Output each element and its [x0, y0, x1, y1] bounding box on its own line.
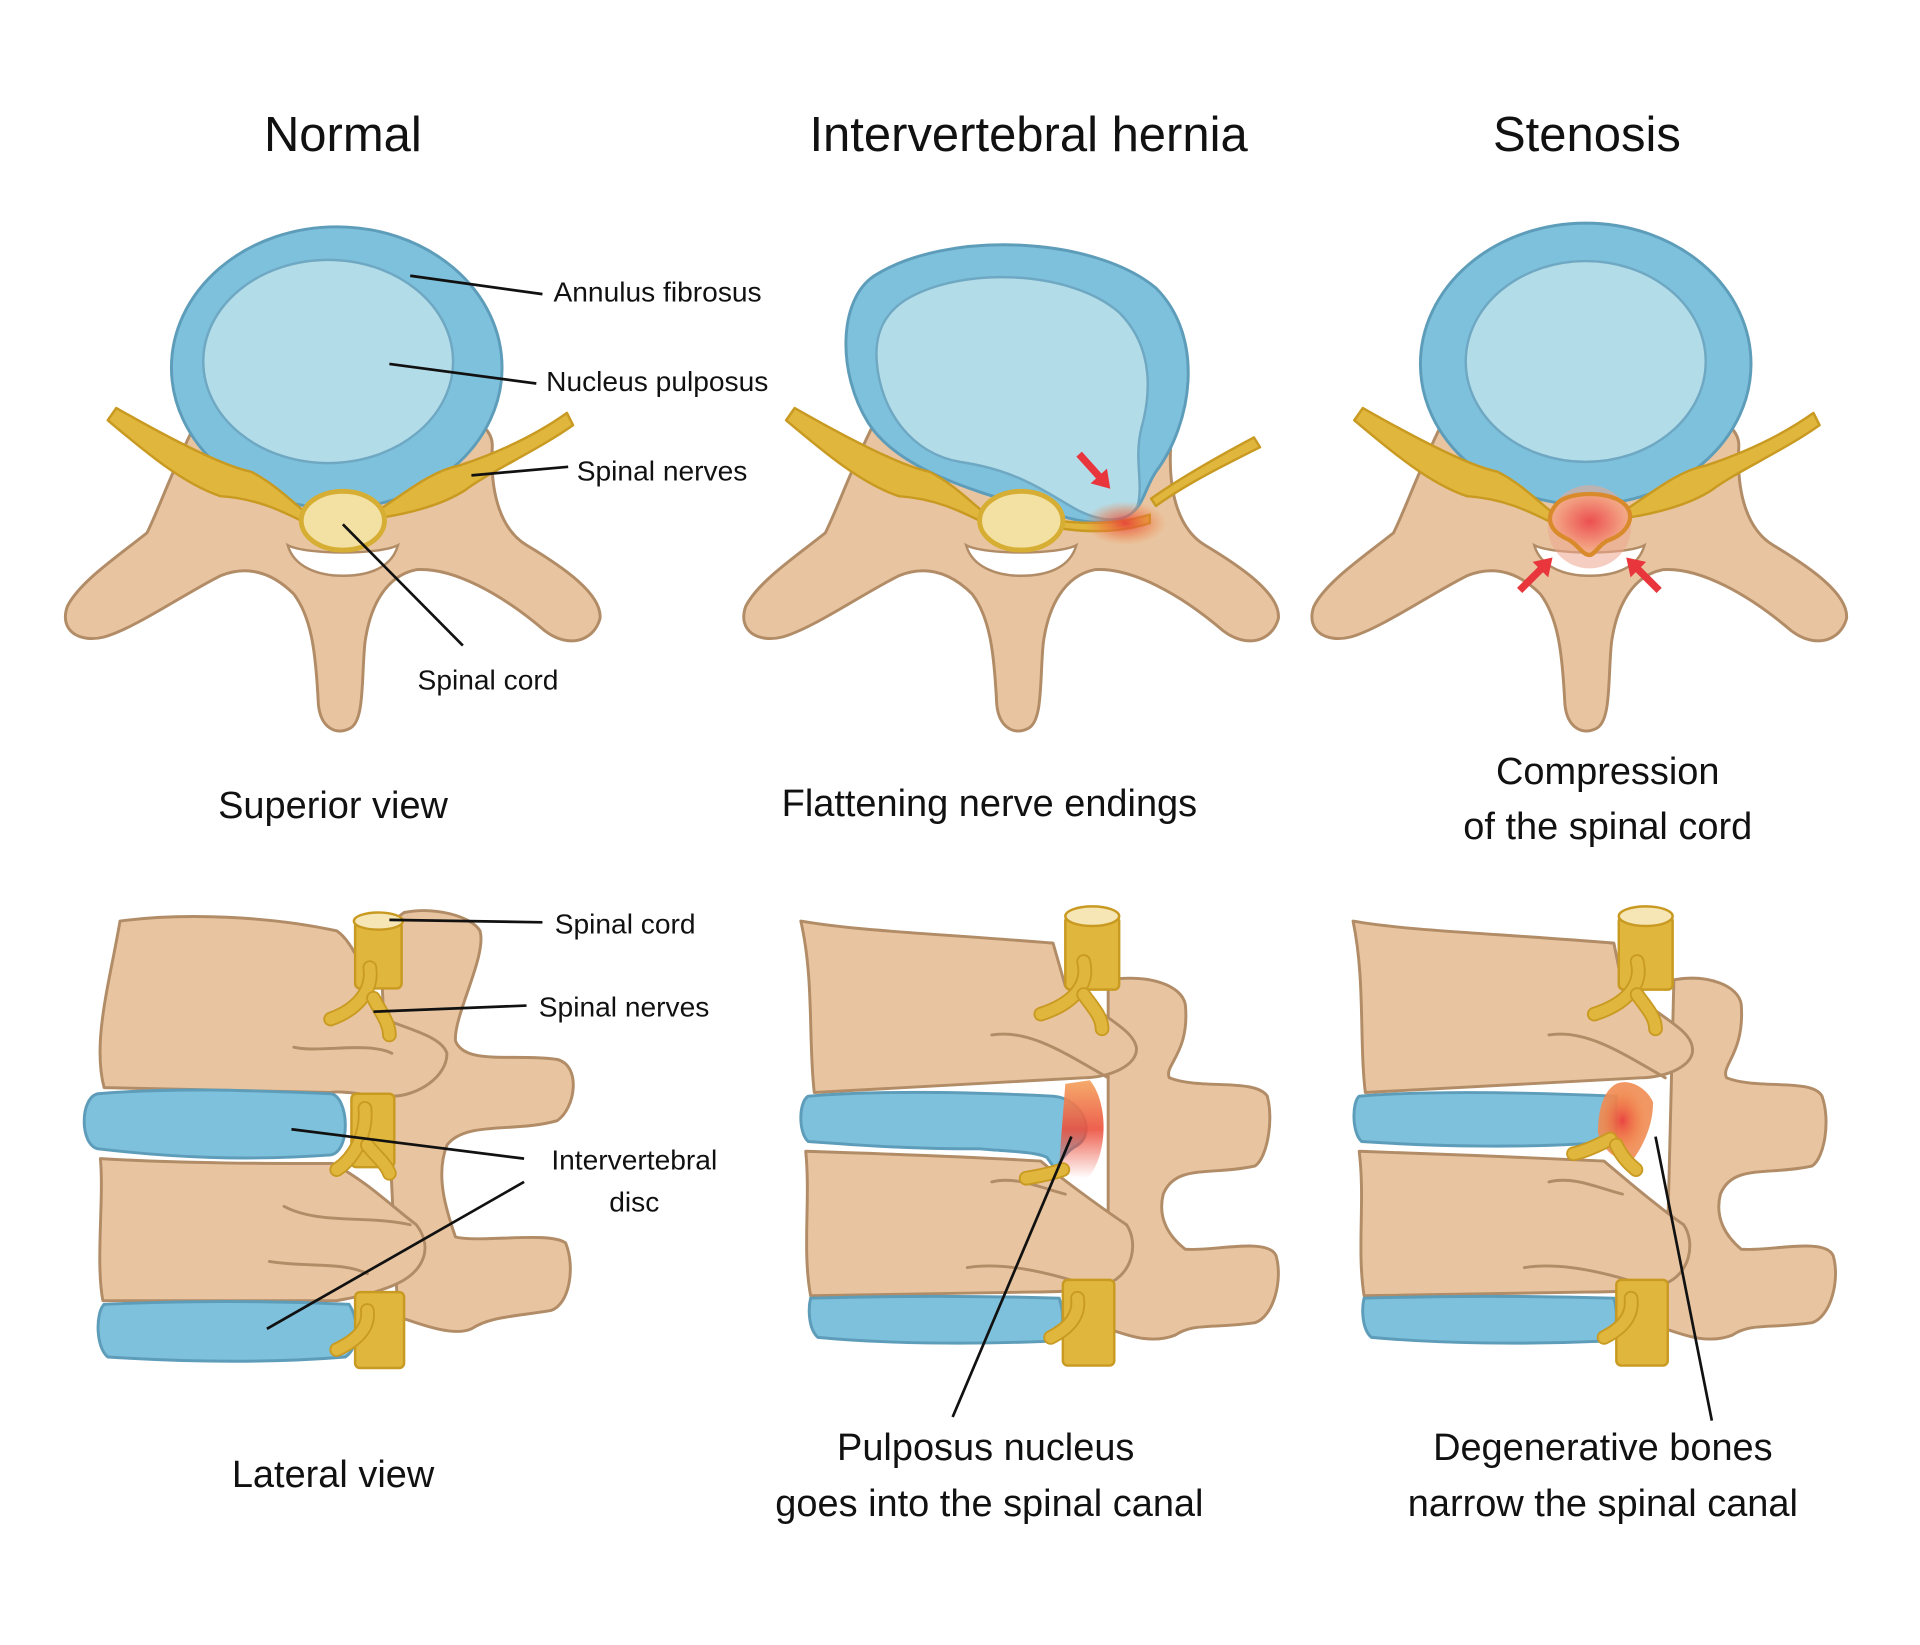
spinal-nerves	[1018, 954, 1110, 1345]
compression-arrow-icon	[1076, 451, 1111, 489]
lateral-view-hernia	[799, 905, 1280, 1418]
spinal-cord	[977, 488, 1066, 553]
spinal-nerves	[1566, 954, 1663, 1345]
label-spinal-nerves: Spinal nerves	[577, 455, 748, 486]
caption-pulposus-line1: Pulposus nucleus	[837, 1427, 1134, 1469]
label-lateral-spinal-cord: Spinal cord	[555, 908, 696, 939]
column-title-normal: Normal	[264, 108, 422, 162]
caption-flattening-nerve-endings: Flattening nerve endings	[782, 783, 1197, 825]
nucleus-pulposus	[202, 258, 455, 465]
caption-pulposus-line2: goes into the spinal canal	[775, 1483, 1203, 1525]
inflammation-glow	[1059, 1080, 1104, 1179]
superior-view-normal	[63, 225, 602, 733]
caption-degenerative-line1: Degenerative bones	[1433, 1427, 1773, 1469]
caption-compression-line1: Compression	[1496, 751, 1720, 793]
superior-view-hernia	[742, 243, 1280, 733]
spinal-cord	[298, 488, 387, 553]
caption-lateral-view: Lateral view	[232, 1454, 435, 1496]
caption-degenerative-line2: narrow the spinal canal	[1408, 1483, 1798, 1525]
intervertebral-disc-lower	[96, 1300, 358, 1363]
superior-view-stenosis	[1310, 221, 1849, 733]
label-spinal-cord: Spinal cord	[418, 665, 559, 696]
lateral-labels: Spinal cord Spinal nerves Intervertebral…	[266, 908, 717, 1330]
lateral-view-normal	[82, 909, 575, 1370]
superior-labels: Annulus fibrosus Nucleus pulposus Spinal…	[341, 274, 768, 696]
intervertebral-disc-upper	[82, 1088, 347, 1160]
label-intervertebral-disc-line1: Intervertebral	[551, 1145, 717, 1176]
compressed-spinal-cord	[1547, 491, 1633, 558]
nucleus-pulposus	[1464, 259, 1707, 464]
column-title-hernia: Intervertebral hernia	[809, 108, 1248, 162]
label-annulus-fibrosus: Annulus fibrosus	[553, 276, 761, 307]
degenerated-disc	[1352, 1090, 1618, 1148]
label-nucleus-pulposus: Nucleus pulposus	[546, 366, 768, 397]
compression-arrow-left-icon	[1517, 557, 1553, 594]
spinal-nerves	[323, 960, 397, 1357]
compression-arrow-right-icon	[1626, 557, 1662, 594]
spinal-cord	[353, 919, 403, 990]
caption-superior-view: Superior view	[218, 785, 448, 827]
caption-compression-line2: of the spinal cord	[1463, 806, 1752, 848]
label-intervertebral-disc-line2: disc	[609, 1186, 659, 1217]
column-title-stenosis: Stenosis	[1493, 108, 1681, 162]
label-lateral-spinal-nerves: Spinal nerves	[539, 992, 710, 1023]
lateral-view-stenosis	[1351, 905, 1837, 1421]
inflammation-glow	[1083, 501, 1167, 546]
